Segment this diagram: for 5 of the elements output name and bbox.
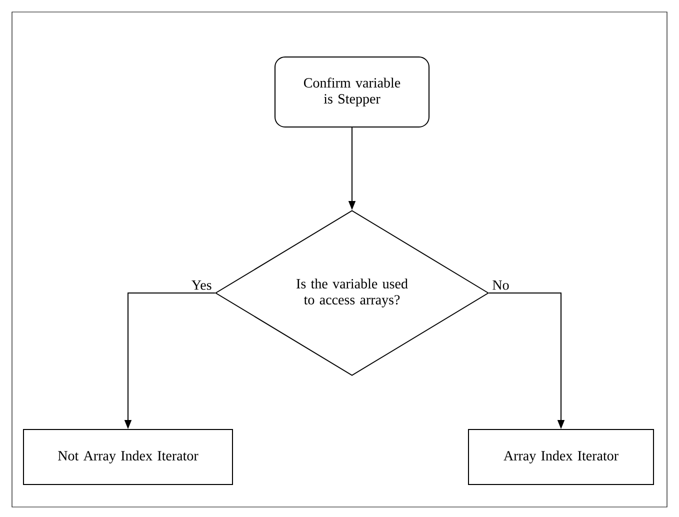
result-box: Not Array Index Iterator [23, 429, 233, 485]
start-box: Confirm variable is Stepper [274, 56, 430, 128]
edge-label: No [491, 280, 510, 291]
result-box: Array Index Iterator [468, 429, 654, 485]
edge-label: Yes [190, 280, 213, 291]
